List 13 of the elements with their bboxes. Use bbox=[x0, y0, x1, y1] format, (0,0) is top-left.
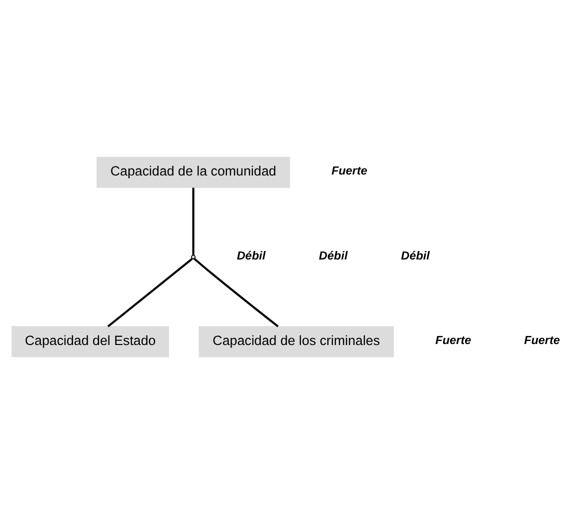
label: Débil bbox=[236, 249, 266, 262]
label: Fuerte bbox=[524, 334, 560, 347]
connector bbox=[194, 258, 279, 328]
node-box: Capacidad del Estado bbox=[12, 326, 170, 358]
label: Débil bbox=[318, 249, 348, 262]
label: Débil bbox=[400, 249, 430, 262]
node-box: Capacidad de los criminales bbox=[198, 326, 394, 358]
label: Fuerte bbox=[435, 334, 472, 347]
connector bbox=[192, 188, 194, 256]
label: Fuerte bbox=[331, 164, 368, 178]
connector bbox=[107, 258, 193, 328]
node-point bbox=[191, 254, 196, 260]
node-box: Capacidad de la comunidad bbox=[96, 156, 290, 188]
